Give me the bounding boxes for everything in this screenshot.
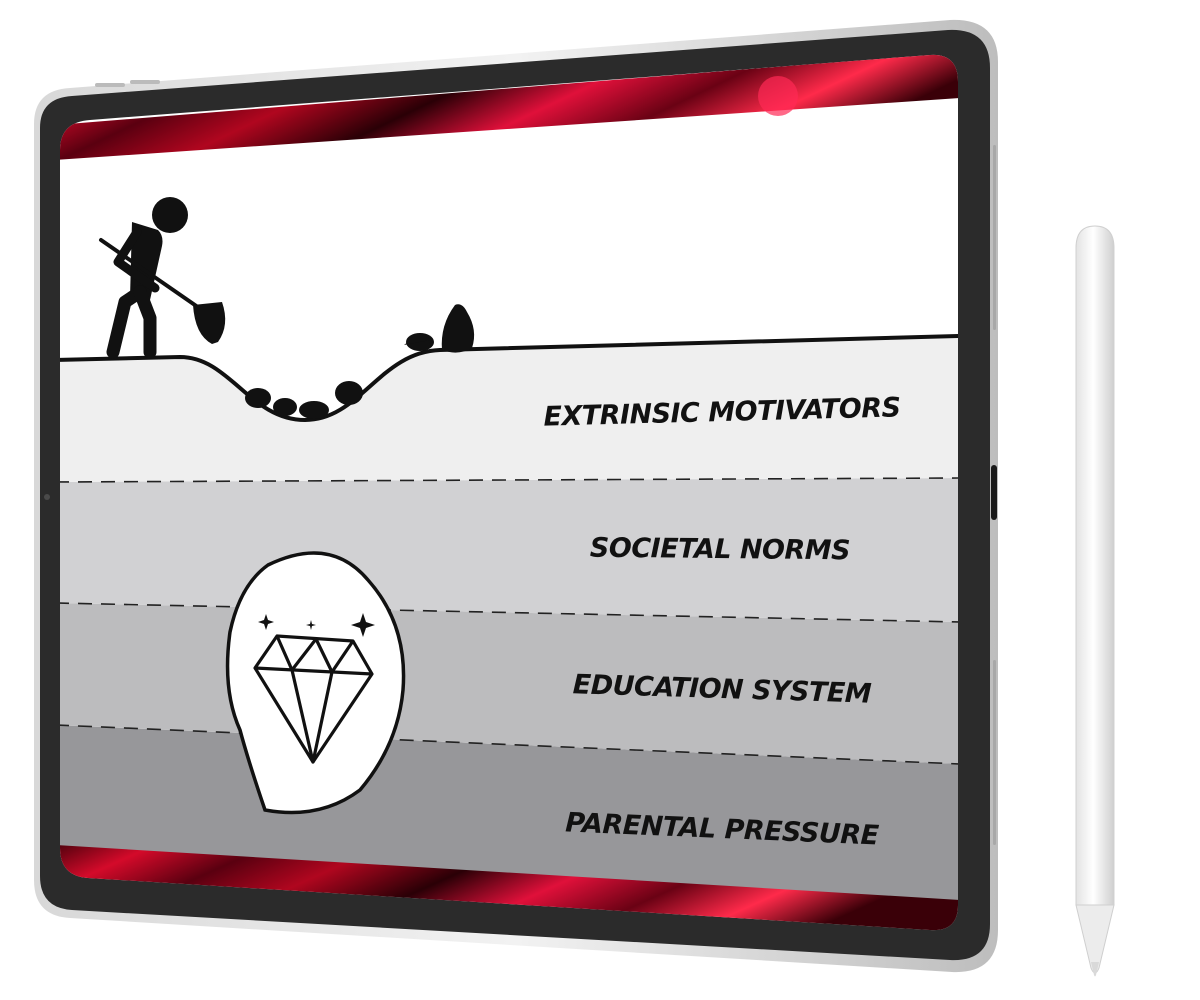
rock-icon (245, 304, 475, 419)
top-red-band (60, 54, 958, 160)
layer-extrinsic-motivators (60, 336, 958, 482)
layer-boundaries (60, 477, 958, 765)
top-button-1 (95, 83, 125, 87)
screen: EXTRINSIC MOTIVATORS SOCIETAL NORMS EDUC… (60, 54, 958, 931)
sparkle-icon (258, 613, 375, 637)
stylus-pencil (1075, 225, 1115, 977)
ground-surface-line (60, 334, 958, 423)
bottom-red-band (60, 838, 958, 931)
speaker-grille-top (993, 145, 996, 330)
front-camera (44, 494, 50, 500)
layer-label-societal-norms: SOCIETAL NORMS (590, 533, 850, 567)
person-digging-icon (99, 197, 226, 359)
diamond-icon (253, 634, 374, 764)
top-button-2 (130, 80, 160, 84)
side-button (991, 465, 997, 520)
buried-treasure (225, 551, 406, 815)
stone-outline (225, 551, 406, 815)
speaker-grille-bottom (993, 660, 996, 845)
top-band-glow (758, 76, 798, 116)
